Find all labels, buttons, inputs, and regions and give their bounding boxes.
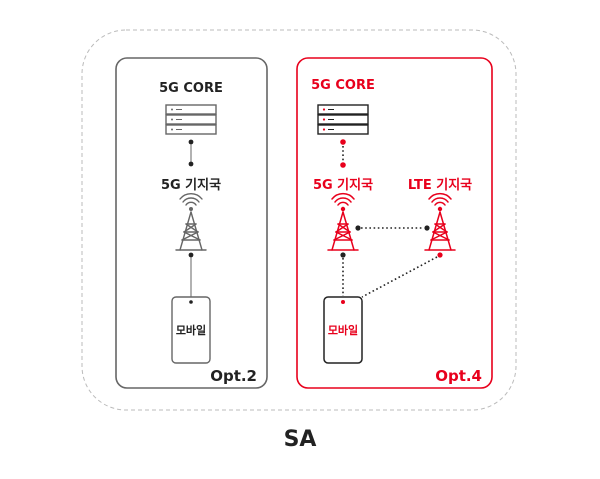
opt2-mobile-label: 모바일 [176,323,206,337]
opt2-core-station-link [188,139,194,167]
opt4-core-label: 5G CORE [311,78,375,93]
cell-tower-icon [175,193,207,251]
opt2-option-label: Opt.2 [210,367,257,385]
opt4-panel: 5G CORE 5G 기지국 LTE 기지국 [296,57,493,389]
opt4-core-5g-link [340,139,346,168]
opt2-panel: 5G CORE 5G 기지국 [115,57,268,389]
mobile-phone-icon [323,296,363,364]
server-icon [317,104,369,135]
cell-tower-icon [424,192,456,251]
opt4-lte-mobile-link [361,252,443,298]
opt4-5g-station-label: 5G 기지국 [313,178,373,193]
opt2-frame [115,57,268,389]
opt2-station-mobile-link [188,252,194,297]
opt2-core-label: 5G CORE [159,81,223,96]
server-icon [165,104,217,135]
opt4-option-label: Opt.4 [435,367,482,385]
cell-tower-icon [327,192,359,251]
sa-caption: SA [284,427,317,452]
opt4-5g-mobile-link [340,252,346,296]
opt4-mobile-label: 모바일 [328,323,358,337]
mobile-phone-icon [171,296,211,364]
opt2-station-label: 5G 기지국 [161,178,221,193]
sa-boundary [81,29,517,411]
opt4-5g-lte-link [355,225,430,231]
opt4-lte-station-label: LTE 기지국 [408,178,472,193]
